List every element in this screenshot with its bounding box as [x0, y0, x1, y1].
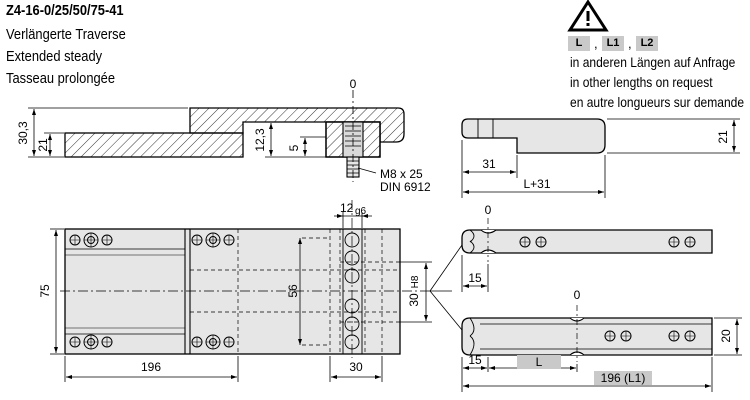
end-view	[461, 118, 606, 154]
screw-standard: DIN 6912	[380, 180, 431, 194]
note-fr: en autre longueurs sur demande	[570, 94, 745, 110]
title-en: Extended steady	[6, 48, 103, 65]
comma-2: ,	[628, 36, 632, 51]
dim-l31: L+31	[523, 177, 550, 191]
note-en: in other lengths on request	[570, 74, 713, 90]
zero-mark-detail-lower: 0	[574, 288, 581, 302]
top-view	[60, 200, 430, 358]
detail-view-lower	[461, 305, 713, 362]
comma-1: ,	[594, 36, 598, 51]
dim-56: 56	[286, 284, 300, 298]
note-de: in anderen Längen auf Anfrage	[570, 54, 736, 70]
part-number: Z4-16-0/25/50/75-41	[6, 2, 124, 19]
label-l1: L1	[602, 36, 624, 51]
dim-30: 30	[349, 360, 363, 374]
dim-5: 5	[287, 144, 301, 151]
end-view-dimensions	[461, 118, 740, 198]
dim-30h8-main: 30	[407, 293, 421, 307]
screw-label: M8 x 25	[380, 167, 423, 181]
dim-12-main: 12	[340, 201, 354, 215]
detail-view-upper	[461, 218, 713, 262]
dim-l1-highlight	[594, 371, 652, 385]
dim-196-l1: 196 (L1)	[601, 371, 646, 385]
label-l: L	[568, 36, 590, 51]
dim-20: 20	[719, 329, 733, 343]
zero-mark-detail-upper: 0	[485, 203, 492, 217]
zero-mark-side: 0	[350, 77, 357, 91]
dim-12-3: 12,3	[253, 128, 267, 152]
dim-15-lower: 15	[468, 353, 482, 367]
title-fr: Tasseau prolongée	[6, 70, 116, 87]
dim-196: 196	[141, 360, 161, 374]
dim-21-end: 21	[716, 130, 730, 144]
dim-75: 75	[38, 284, 52, 298]
dim-body-height: 21	[36, 138, 50, 152]
dim-total-height: 30,3	[16, 121, 30, 145]
label-l2: L2	[636, 36, 658, 51]
dim-31: 31	[482, 157, 496, 171]
dim-l-highlight	[517, 355, 561, 369]
side-view	[64, 90, 405, 182]
dim-30h8-sub: H8	[410, 275, 421, 288]
title-de: Verlängerte Traverse	[6, 26, 126, 43]
dim-l: L	[536, 355, 543, 369]
dim-15-upper: 15	[468, 271, 482, 285]
dim-12-sub: g6	[355, 206, 367, 217]
